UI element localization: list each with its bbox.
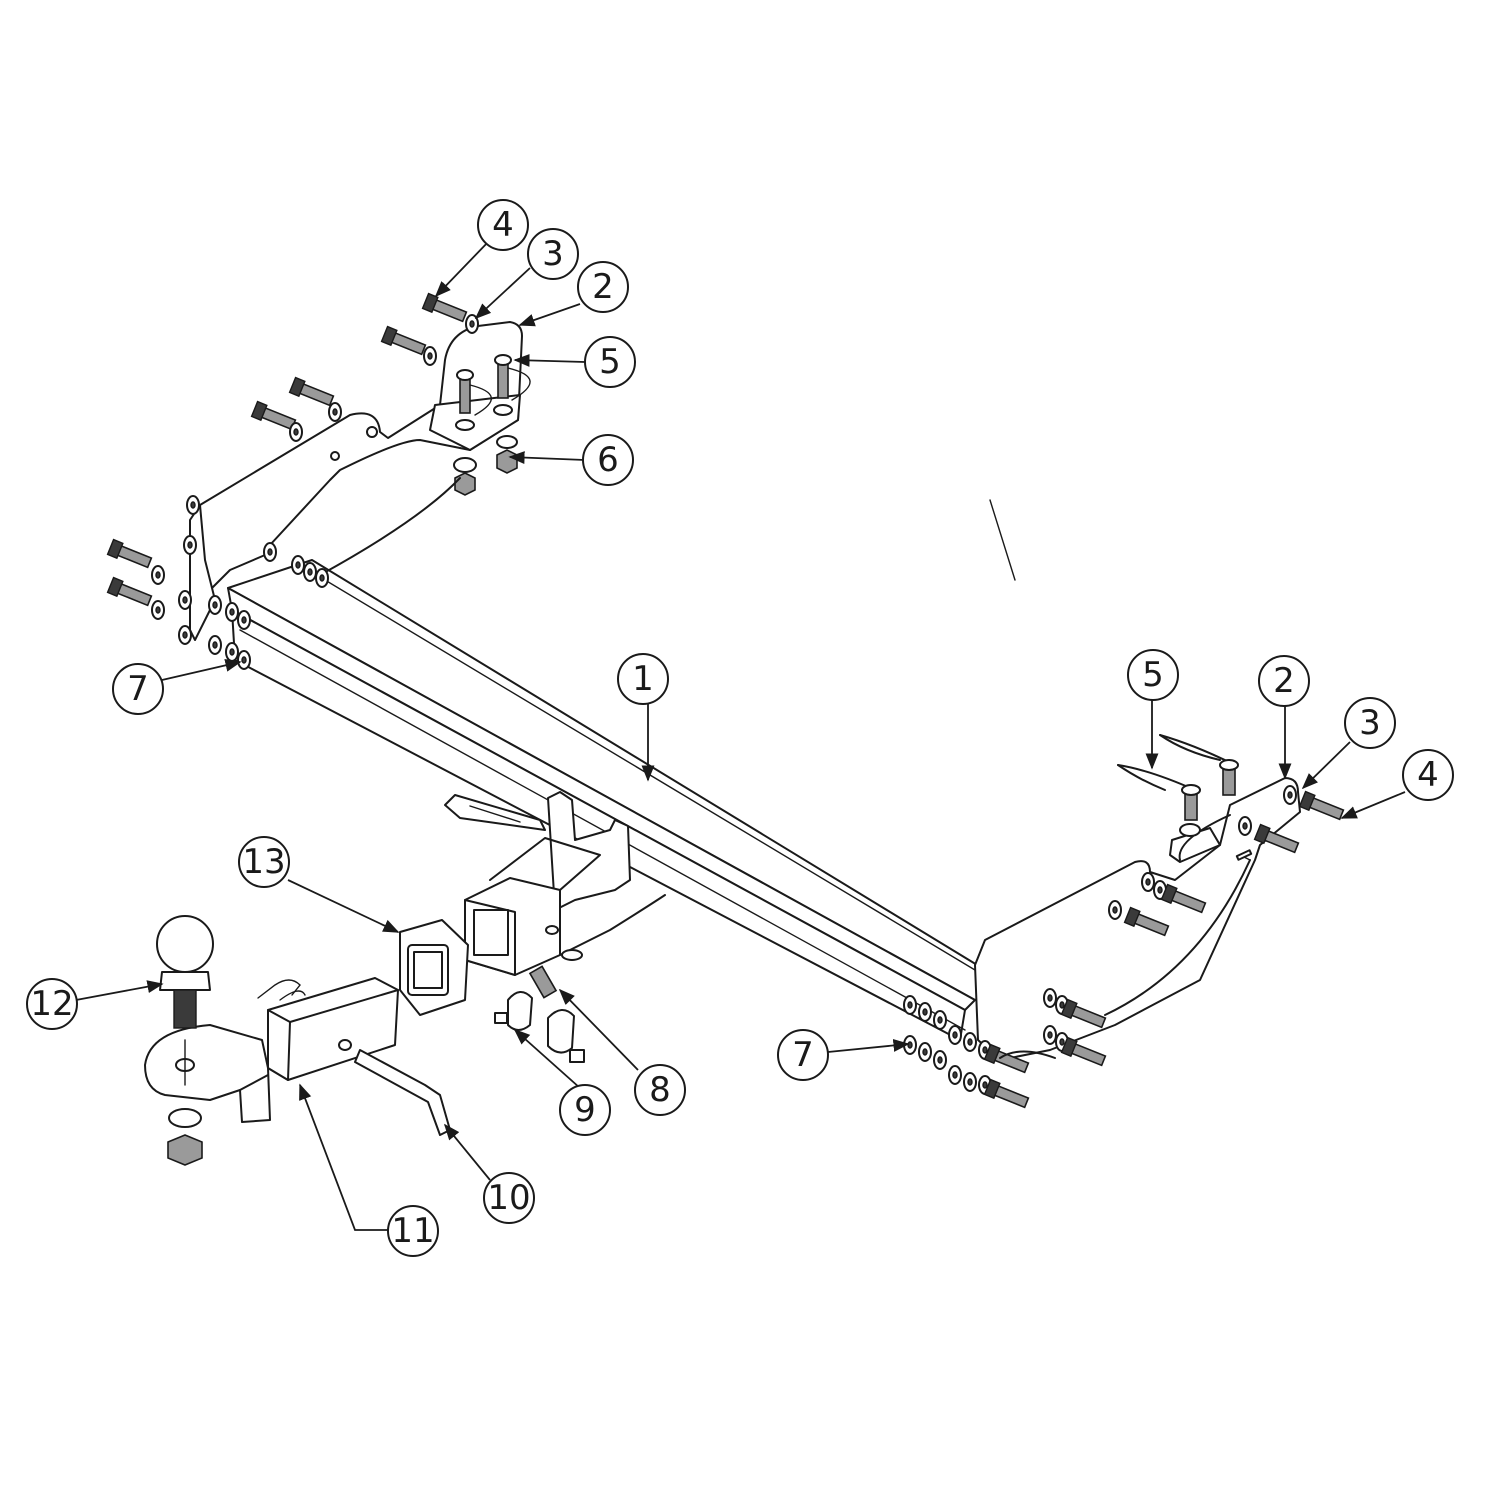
receiver-bolt — [528, 965, 558, 999]
callout-4-right: 4 — [1402, 749, 1454, 801]
callout-label: 13 — [242, 842, 285, 882]
callout-label: 3 — [1359, 703, 1381, 743]
callout-label: 12 — [30, 984, 73, 1024]
callout-6: 6 — [582, 434, 634, 486]
callout-label: 3 — [542, 234, 564, 274]
right-bracket-pins — [1117, 734, 1239, 837]
callout-label: 11 — [391, 1211, 434, 1251]
faint-mark — [989, 499, 1016, 581]
callout-5-top: 5 — [584, 336, 636, 388]
callout-label: 9 — [574, 1090, 596, 1130]
callout-12: 12 — [26, 978, 78, 1030]
callout-10: 10 — [483, 1172, 535, 1224]
callout-13: 13 — [238, 836, 290, 888]
callout-3-top: 3 — [527, 228, 579, 280]
callout-3-right: 3 — [1344, 697, 1396, 749]
callout-label: 10 — [487, 1178, 530, 1218]
callout-5-right: 5 — [1127, 649, 1179, 701]
callout-2-top: 2 — [577, 261, 629, 313]
callout-label: 2 — [1273, 661, 1295, 701]
right-bolts — [903, 785, 1346, 1111]
receiver-hitch — [444, 791, 666, 976]
callout-label: 7 — [127, 669, 149, 709]
callout-label: 4 — [492, 205, 514, 245]
callout-label: 8 — [649, 1070, 671, 1110]
callout-label: 2 — [592, 267, 614, 307]
leader-lines — [75, 239, 1406, 1231]
callout-7-left: 7 — [112, 663, 164, 715]
callout-label: 1 — [632, 659, 654, 699]
callout-7-right: 7 — [777, 1029, 829, 1081]
hitch-ball — [156, 915, 214, 1166]
d-shackles — [494, 991, 585, 1063]
callout-2-right: 2 — [1258, 655, 1310, 707]
callout-8: 8 — [634, 1064, 686, 1116]
callout-9: 9 — [559, 1084, 611, 1136]
callout-label: 4 — [1417, 755, 1439, 795]
cross-tube — [227, 559, 1011, 1041]
callout-11: 11 — [387, 1205, 439, 1257]
callout-label: 5 — [1142, 655, 1164, 695]
callout-4-top: 4 — [477, 199, 529, 251]
top-bracket-pins — [455, 354, 531, 431]
hitch-pin — [354, 1049, 451, 1136]
callout-1: 1 — [617, 653, 669, 705]
callout-label: 5 — [599, 342, 621, 382]
receiver-collar — [399, 919, 469, 1016]
ball-mount — [144, 977, 399, 1123]
callout-label: 7 — [792, 1035, 814, 1075]
callout-label: 6 — [597, 440, 619, 480]
